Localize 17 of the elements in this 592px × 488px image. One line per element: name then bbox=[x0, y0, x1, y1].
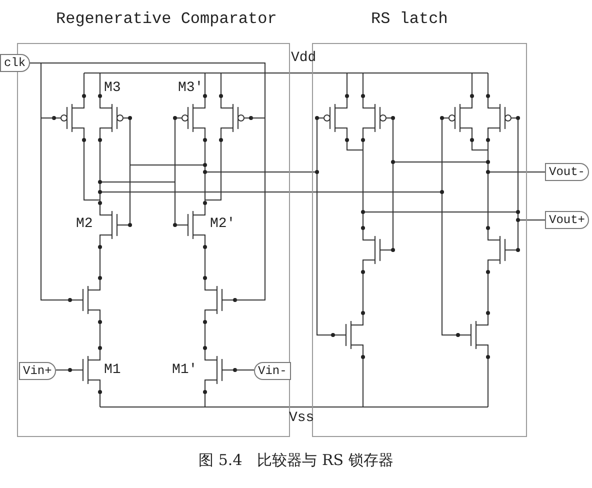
transistor-label: M3 bbox=[104, 80, 121, 96]
pin-tag: Vin- bbox=[254, 362, 291, 380]
pin-tag: Vin+ bbox=[19, 362, 56, 380]
block-title: RS latch bbox=[371, 10, 448, 28]
wire bbox=[29, 62, 266, 300]
pin-tag: Vout+ bbox=[545, 211, 590, 229]
transistor-label: M1 bbox=[104, 362, 121, 378]
transistor-label: M1' bbox=[172, 362, 198, 378]
transistor-label: M2' bbox=[210, 216, 236, 232]
transistor-label: M2 bbox=[76, 216, 93, 232]
rail-label: Vss bbox=[289, 410, 314, 426]
pin-tag: clk bbox=[0, 54, 30, 72]
transistor-label: M3' bbox=[178, 80, 204, 96]
pin-tag: Vout- bbox=[545, 163, 590, 181]
rail-label: Vdd bbox=[291, 50, 316, 66]
figure-caption: 图 5.4 比较器与 RS 锁存器 bbox=[198, 452, 394, 468]
block-title: Regenerative Comparator bbox=[56, 10, 277, 28]
